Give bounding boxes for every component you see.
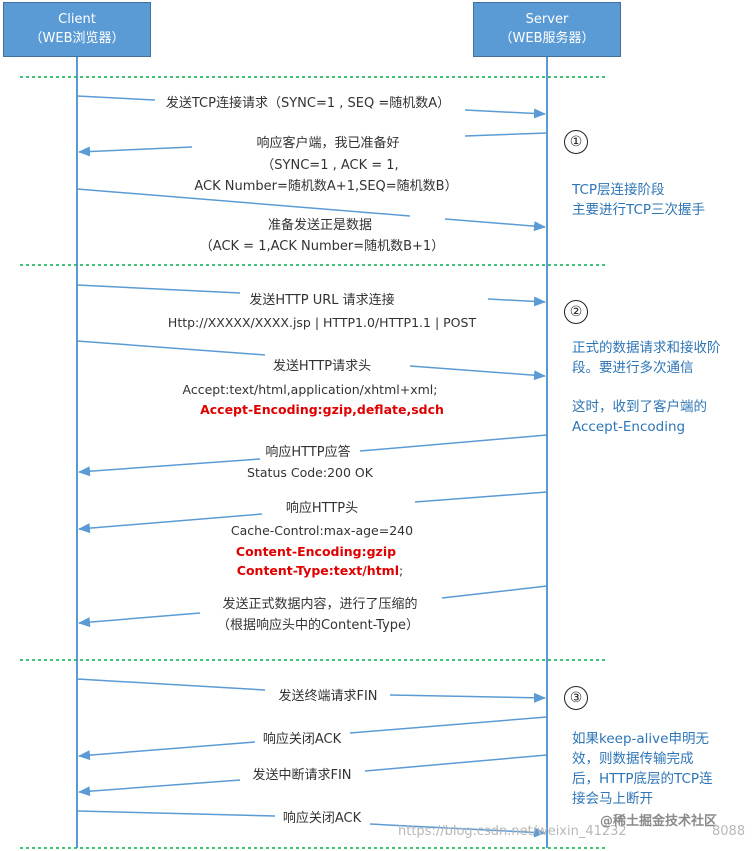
phase-2-number: ②: [564, 300, 588, 324]
msg-response-header-encoding: Content-Encoding:gzip: [235, 544, 397, 559]
content-type-suffix: ;: [398, 563, 404, 578]
arrow-ack-close: [78, 716, 548, 761]
msg-data-title: 发送正式数据内容，进行了压缩的: [222, 597, 418, 612]
msg-syn-ack-detail: ACK Number=随机数A+1,SEQ=随机数B）: [194, 179, 458, 194]
msg-syn-ack-detail: （SYNC=1 , ACK = 1,: [261, 158, 399, 173]
phase-1-number: ①: [564, 130, 588, 154]
phase-3-number: ③: [564, 686, 588, 710]
msg-response-header-cache: Cache-Control:max-age=240: [230, 523, 414, 538]
phase-3-note: 如果keep-alive申明无 效，则数据传输完成 后，HTTP底层的TCP连 …: [572, 731, 713, 807]
arrow-http-request-header: [76, 340, 546, 381]
client-box-title: Client: [58, 12, 96, 27]
msg-fin-interrupt-label: 发送中断请求FIN: [252, 768, 352, 783]
arrow-compressed-data: [78, 585, 548, 628]
msg-response-title: 响应HTTP应答: [265, 445, 351, 460]
msg-ack-title: 准备发送正是数据: [267, 218, 373, 233]
msg-final-ack-label: 响应关闭ACK: [282, 811, 362, 826]
phase-1-note: TCP层连接阶段 主要进行TCP三次握手: [572, 182, 706, 218]
msg-http-url-detail: Http://XXXXX/XXXX.jsp | HTTP1.0/HTTP1.1 …: [167, 315, 477, 330]
watermark-url: https://blog.csdn.net/weixin_41232: [398, 824, 627, 839]
phase-2-note: 正式的数据请求和接收阶 段。要进行多次通信: [572, 340, 721, 376]
msg-fin-label: 发送终端请求FIN: [278, 689, 378, 704]
msg-request-header-encoding: Accept-Encoding:gzip,deflate,sdch: [200, 402, 444, 417]
msg-response-status: Status Code:200 OK: [247, 465, 373, 480]
server-box: Server （WEB服务器）: [473, 2, 621, 57]
msg-syn-label: 发送TCP连接请求（SYNC=1 , SEQ =随机数A）: [165, 96, 451, 111]
arrow-fin-request: [76, 678, 546, 703]
arrow-http-response-header: [78, 491, 548, 534]
msg-data-detail: （根据响应头中的Content-Type）: [216, 618, 420, 633]
watermark-brand: @稀土掘金技术社区: [600, 814, 718, 829]
arrow-fin-interrupt: [78, 754, 548, 797]
arrow-syn-ack: [78, 132, 548, 157]
arrow-ack: [76, 188, 546, 232]
client-box: Client （WEB浏览器）: [3, 2, 151, 57]
phase-2-note-encoding: 这时，收到了客户端的 Accept-Encoding: [572, 399, 707, 435]
msg-syn-ack-title: 响应客户端，我已准备好: [256, 136, 400, 151]
arrow-final-ack: [76, 810, 546, 838]
arrow-http-url-request: [76, 284, 546, 307]
arrow-http-response: [78, 434, 548, 477]
msg-request-header-title: 发送HTTP请求头: [272, 359, 372, 374]
client-box-subtitle: （WEB浏览器）: [29, 31, 125, 46]
watermark-code: 8088: [712, 824, 746, 839]
content-type-text: Content-Type:text/html: [236, 563, 399, 578]
msg-http-url-title: 发送HTTP URL 请求连接: [249, 293, 395, 308]
msg-response-header-type: Content-Type:text/html;: [237, 563, 403, 579]
msg-ack-close-label: 响应关闭ACK: [262, 732, 342, 747]
server-box-subtitle: （WEB服务器）: [499, 31, 595, 46]
arrow-syn: [76, 95, 546, 119]
msg-ack-detail: （ACK = 1,ACK Number=随机数B+1）: [199, 239, 445, 254]
msg-request-header-accept: Accept:text/html,application/xhtml+xml;: [182, 382, 438, 397]
server-box-title: Server: [525, 12, 569, 27]
msg-response-header-title: 响应HTTP头: [285, 501, 359, 516]
